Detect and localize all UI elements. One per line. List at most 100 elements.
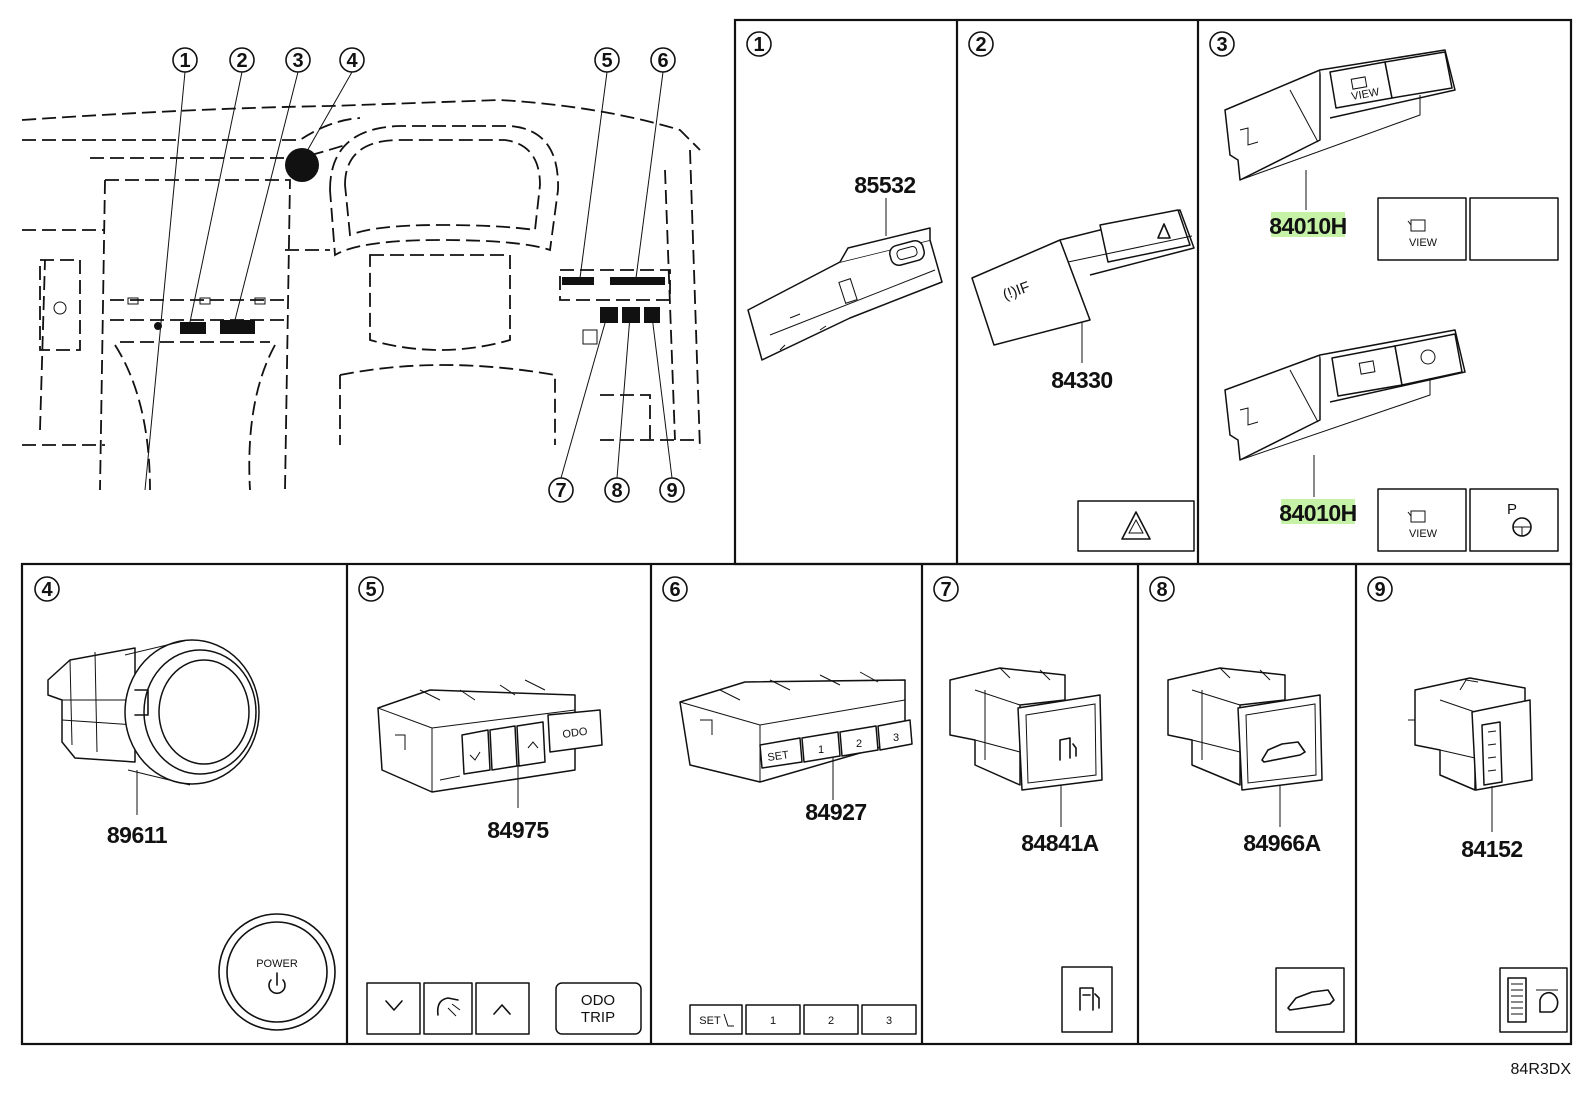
switch-84841a-drawing	[949, 667, 1103, 791]
panel-9: 9 84152	[1367, 576, 1568, 1033]
svg-text:3: 3	[893, 732, 899, 744]
svg-text:1: 1	[179, 50, 190, 72]
callout-5: 5	[594, 47, 620, 73]
svg-text:SET: SET	[699, 1015, 721, 1027]
callout-7: 7	[548, 477, 574, 503]
panel-3-number: 3	[1209, 31, 1235, 57]
callout-4: 4	[339, 47, 365, 73]
illumination-button-icon	[423, 982, 473, 1035]
panel-6: 6 SET 1 2 3 84927 SET 1 2 3	[662, 576, 917, 1035]
callout-6: 6	[650, 47, 676, 73]
callout-9: 9	[659, 477, 685, 503]
panel-6-number: 6	[662, 576, 688, 602]
panel-7: 7 84841A	[933, 576, 1113, 1033]
svg-text:3: 3	[886, 1015, 892, 1027]
svg-text:3: 3	[1216, 34, 1227, 56]
svg-text:2: 2	[828, 1015, 834, 1027]
part-number-84927: 84927	[805, 799, 866, 825]
svg-text:2: 2	[856, 738, 862, 750]
svg-text:7: 7	[940, 579, 951, 601]
svg-text:1: 1	[770, 1015, 776, 1027]
view-button-icon-lower: VIEW	[1377, 488, 1467, 552]
down-button-icon	[366, 982, 421, 1035]
svg-text:8: 8	[611, 480, 622, 502]
odo-trip-button-icon: ODO TRIP	[555, 982, 642, 1035]
svg-text:POWER: POWER	[256, 958, 298, 970]
panel-2-number: 2	[968, 31, 994, 57]
svg-text:3: 3	[292, 50, 303, 72]
panel-3: 3 VIEW 84010H VIEW	[1209, 31, 1559, 552]
part-number-84975: 84975	[487, 817, 549, 843]
power-switch-89611-drawing	[47, 639, 260, 786]
diagram-code: 84R3DX	[1511, 1061, 1572, 1078]
panel-5-number: 5	[358, 576, 384, 602]
switch-84152-drawing	[1408, 677, 1533, 791]
switch-84927-drawing: SET 1 2 3	[679, 671, 913, 783]
callout-3: 3	[285, 47, 311, 73]
svg-text:7: 7	[555, 480, 566, 502]
svg-text:SET: SET	[767, 749, 790, 764]
panel-1: 1 85532	[746, 31, 943, 361]
svg-text:1: 1	[818, 744, 824, 756]
dashboard-overview	[21, 71, 701, 491]
svg-text:4: 4	[346, 50, 358, 72]
svg-text:6: 6	[669, 579, 680, 601]
part-number-85532: 85532	[854, 172, 915, 198]
part-number-89611: 89611	[107, 822, 168, 848]
svg-text:VIEW: VIEW	[1409, 528, 1438, 540]
up-button-icon	[475, 982, 530, 1035]
blank-button-icon	[1469, 197, 1559, 261]
svg-text:5: 5	[365, 579, 376, 601]
switch-85532-drawing	[747, 227, 943, 361]
callout-8: 8	[604, 477, 630, 503]
svg-text:ODO: ODO	[562, 726, 589, 741]
panel-8-number: 8	[1149, 576, 1175, 602]
overview-callouts: 1 2 3 4 5 6 7 8 9	[172, 47, 685, 503]
svg-text:VIEW: VIEW	[1350, 86, 1380, 103]
svg-text:2: 2	[975, 34, 986, 56]
part-number-84330: 84330	[1051, 367, 1112, 393]
switch-84010h-lower-drawing	[1224, 329, 1466, 461]
part-number-84010h-upper: 84010H	[1269, 213, 1347, 239]
parking-steering-button-icon: P	[1469, 488, 1559, 552]
part-number-84966a: 84966A	[1243, 830, 1321, 856]
panel-5: 5 ODO 84975 ODO	[358, 576, 642, 1035]
callout-1: 1	[172, 47, 198, 73]
memory-buttons-icon: SET 1 2 3	[689, 1004, 917, 1035]
svg-text:P: P	[1507, 501, 1517, 518]
panel-2: 2 (!)IF 84330	[968, 31, 1195, 552]
svg-text:2: 2	[236, 50, 247, 72]
back-door-button-icon	[1275, 967, 1345, 1033]
switch-84975-drawing: ODO	[377, 679, 603, 793]
panel-9-number: 9	[1367, 576, 1393, 602]
part-number-84841a: 84841A	[1021, 830, 1099, 856]
panel-4: 4 89611 POWER	[34, 576, 336, 1031]
dimmer-button-icon	[1499, 967, 1568, 1033]
view-button-icon-upper: VIEW	[1377, 197, 1467, 261]
hazard-button-icon	[1077, 500, 1195, 552]
power-button-icon: POWER	[218, 913, 336, 1031]
switch-84330-drawing: (!)IF	[971, 209, 1195, 346]
part-number-84152: 84152	[1461, 836, 1522, 862]
panel-8: 8 84966A	[1149, 576, 1345, 1033]
svg-text:VIEW: VIEW	[1409, 237, 1438, 249]
fuel-lid-button-icon	[1061, 966, 1113, 1033]
panel-7-number: 7	[933, 576, 959, 602]
svg-text:8: 8	[1156, 579, 1167, 601]
svg-text:5: 5	[601, 50, 612, 72]
svg-text:TRIP: TRIP	[581, 1009, 615, 1026]
switch-84966a-drawing	[1167, 667, 1323, 791]
panel-1-number: 1	[746, 31, 772, 57]
svg-text:9: 9	[1374, 579, 1385, 601]
svg-text:ODO: ODO	[581, 992, 615, 1009]
panel-frames	[20, 18, 1573, 1046]
svg-text:6: 6	[657, 50, 668, 72]
panel-4-number: 4	[34, 576, 60, 602]
switch-84010h-upper-drawing: VIEW	[1224, 49, 1456, 181]
part-number-84010h-lower: 84010H	[1279, 500, 1357, 526]
svg-text:9: 9	[666, 480, 677, 502]
callout-2: 2	[229, 47, 255, 73]
svg-text:1: 1	[753, 34, 764, 56]
svg-text:4: 4	[41, 579, 53, 601]
